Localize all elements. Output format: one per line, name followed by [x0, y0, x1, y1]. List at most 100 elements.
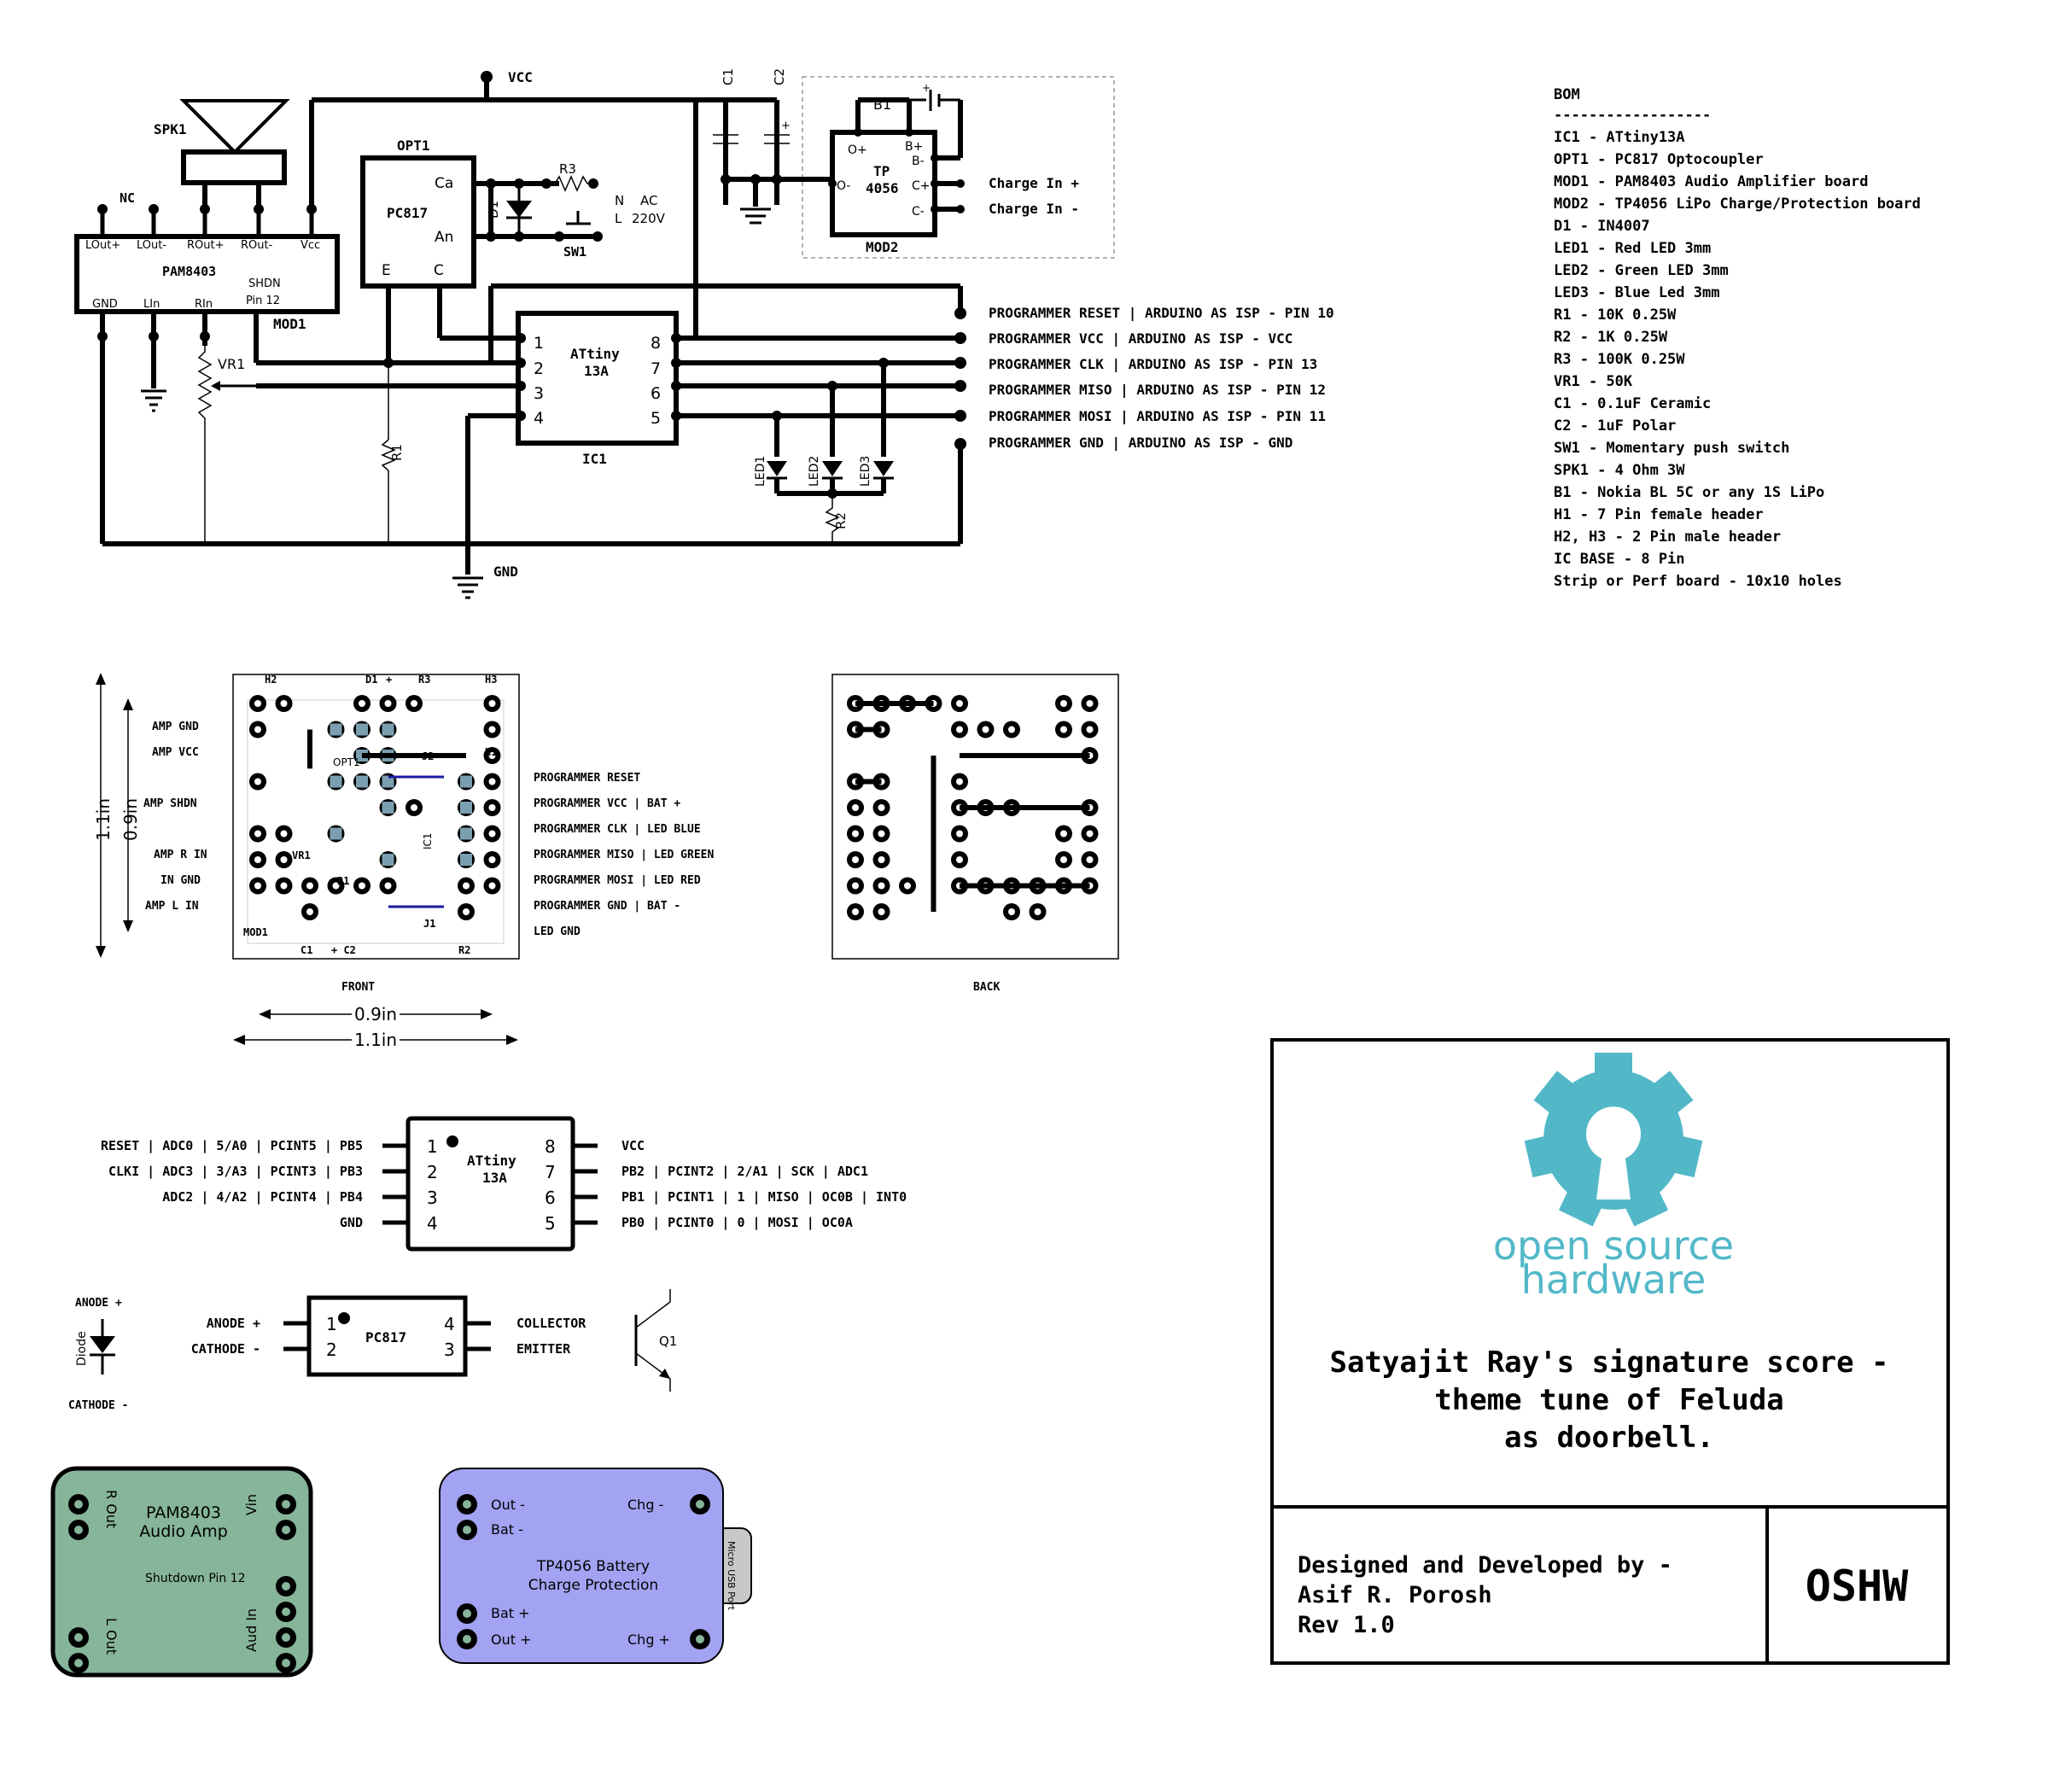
pinout-num-4: 4 — [427, 1213, 438, 1234]
pinout-left-3: ADC2 | 4/A2 | PCINT4 | PB4 — [162, 1189, 363, 1205]
opto-num-4: 4 — [444, 1314, 455, 1334]
board-pad-square — [382, 802, 394, 814]
pinout-left-2: CLKI | ADC3 | 3/A3 | PCINT3 | PB3 — [108, 1164, 363, 1180]
bom-item: LED3 - Blue Led 3mm — [1554, 284, 1719, 301]
board-pad-hole — [254, 726, 261, 733]
board-pad-hole — [488, 752, 496, 759]
tp-usb-label: Micro USB Port — [726, 1541, 737, 1611]
tp4056-module: Micro USB Port Out - Bat - Bat + Out + C… — [439, 1468, 752, 1664]
module-pad-hole — [74, 1659, 83, 1667]
opto-pinout-name: PC817 — [365, 1329, 406, 1345]
tp-cminus: C- — [912, 205, 925, 219]
board-pad-hole — [280, 830, 288, 838]
silk-c1: C1 — [300, 944, 312, 956]
dim-height-large: 1.1in — [93, 798, 114, 841]
project-title-3: as doorbell. — [1504, 1421, 1714, 1455]
r3-label: R3 — [559, 161, 576, 177]
board-pad-square — [356, 723, 368, 736]
board-pad-square — [460, 802, 472, 814]
tp-module-subtitle: Charge Protection — [528, 1577, 658, 1594]
opto-emitter: EMITTER — [516, 1341, 571, 1357]
pam-pin-lin: LIn — [143, 298, 160, 311]
board-pad-hole — [254, 856, 261, 863]
vr1-label: VR1 — [218, 356, 245, 372]
board-pad-hole — [982, 726, 989, 733]
tp-cplus: C+ — [912, 179, 931, 193]
pam-module-body — [50, 1466, 313, 1678]
board-pad-square — [460, 854, 472, 866]
bom-item: IC BASE - 8 Pin — [1554, 551, 1685, 568]
pam-pin-rout-plus: ROut+ — [187, 239, 225, 252]
module-pad-hole — [282, 1608, 290, 1616]
module-pad-hole — [282, 1659, 290, 1667]
silk-d1: D1 — [365, 674, 377, 686]
board-pad-hole — [254, 830, 261, 838]
board-pad-square — [382, 854, 394, 866]
pam-name: PAM8403 — [162, 264, 216, 279]
dim-width-small: 0.9in — [354, 1004, 397, 1024]
ic1-num: 13A — [584, 363, 609, 379]
pam-pin-rin: RIn — [195, 298, 213, 311]
board-pad-hole — [384, 882, 392, 890]
pinout-right-6: PB1 | PCINT1 | 1 | MISO | OC0B | INT0 — [621, 1189, 907, 1205]
board-pad-square — [330, 723, 342, 736]
module-pad-hole — [696, 1500, 704, 1509]
sw1-label: SW1 — [563, 244, 586, 260]
label-in-gnd: IN GND — [160, 874, 201, 887]
pinout-num-3: 3 — [427, 1188, 438, 1208]
board-pad-hole — [1060, 700, 1067, 707]
board-pad-hole — [878, 830, 885, 838]
credit-line-2: Asif R. Porosh — [1298, 1582, 1492, 1608]
module-pad-hole — [463, 1526, 471, 1534]
silk-j2: J2 — [422, 750, 434, 762]
label-amp-vcc: AMP VCC — [152, 746, 199, 759]
board-pad-hole — [306, 882, 313, 890]
r2-label: R2 — [833, 512, 849, 529]
bom-item: H1 - 7 Pin female header — [1554, 506, 1764, 523]
module-pad-hole — [74, 1526, 83, 1534]
dim-height-small: 0.9in — [120, 798, 141, 841]
tp-ominus: O- — [837, 179, 850, 193]
pam-pin-lout-minus: LOut- — [137, 239, 166, 252]
gear-tooth — [1642, 1071, 1694, 1122]
bom-item: SPK1 - 4 Ohm 3W — [1554, 462, 1685, 479]
bom-item: MOD1 - PAM8403 Audio Amplifier board — [1554, 173, 1868, 190]
silk-h3: H3 — [485, 674, 497, 686]
board-pad-hole — [488, 726, 496, 733]
bom-item: LED2 - Green LED 3mm — [1554, 262, 1729, 279]
board-pad-square — [460, 827, 472, 840]
board-pad-hole — [852, 908, 859, 915]
board-pad-hole — [306, 908, 313, 915]
ic1-pin5: 5 — [651, 409, 661, 428]
board-pad-hole — [463, 908, 470, 915]
ac-l-label: L — [615, 211, 622, 226]
module-pad-hole — [282, 1500, 290, 1509]
opto-anode: ANODE + — [207, 1316, 260, 1331]
board-pad-hole — [956, 726, 963, 733]
pam-module-title: PAM8403 — [146, 1503, 221, 1522]
board-pad-hole — [384, 700, 392, 707]
pinout-num-8: 8 — [545, 1136, 556, 1157]
credit-line-3: Rev 1.0 — [1298, 1612, 1395, 1638]
board-pad-hole — [254, 700, 261, 707]
tp-oplus: O+ — [848, 143, 867, 157]
bom-item: R1 - 10K 0.25W — [1554, 306, 1677, 324]
tp-out-plus: Out + — [491, 1631, 532, 1648]
pam-pin-vcc: Vcc — [300, 239, 320, 252]
charge-in-plus: Charge In + — [989, 175, 1079, 191]
label-led-gnd: LED GND — [534, 925, 581, 938]
back-pads — [847, 695, 1099, 920]
board-pad-square — [382, 723, 394, 736]
bom-item: SW1 - Momentary push switch — [1554, 440, 1789, 457]
bom-title: BOM — [1554, 86, 1580, 103]
board-pad-hole — [488, 778, 496, 785]
schematic: VCC SPK1 NC LOut+ LOut- ROut+ ROut- Vcc … — [74, 68, 1334, 599]
pinout-right-8: VCC — [621, 1138, 645, 1153]
pam-pin12: Pin 12 — [246, 295, 280, 307]
ic1-pin7: 7 — [651, 359, 661, 378]
title-block: open source hardware Satyajit Ray's sign… — [1270, 1038, 1950, 1665]
ic1-pin8: 8 — [651, 334, 661, 353]
programmer-clk: PROGRAMMER CLK | ARDUINO AS ISP - PIN 13 — [989, 356, 1317, 373]
board-pad-hole — [1008, 726, 1015, 733]
